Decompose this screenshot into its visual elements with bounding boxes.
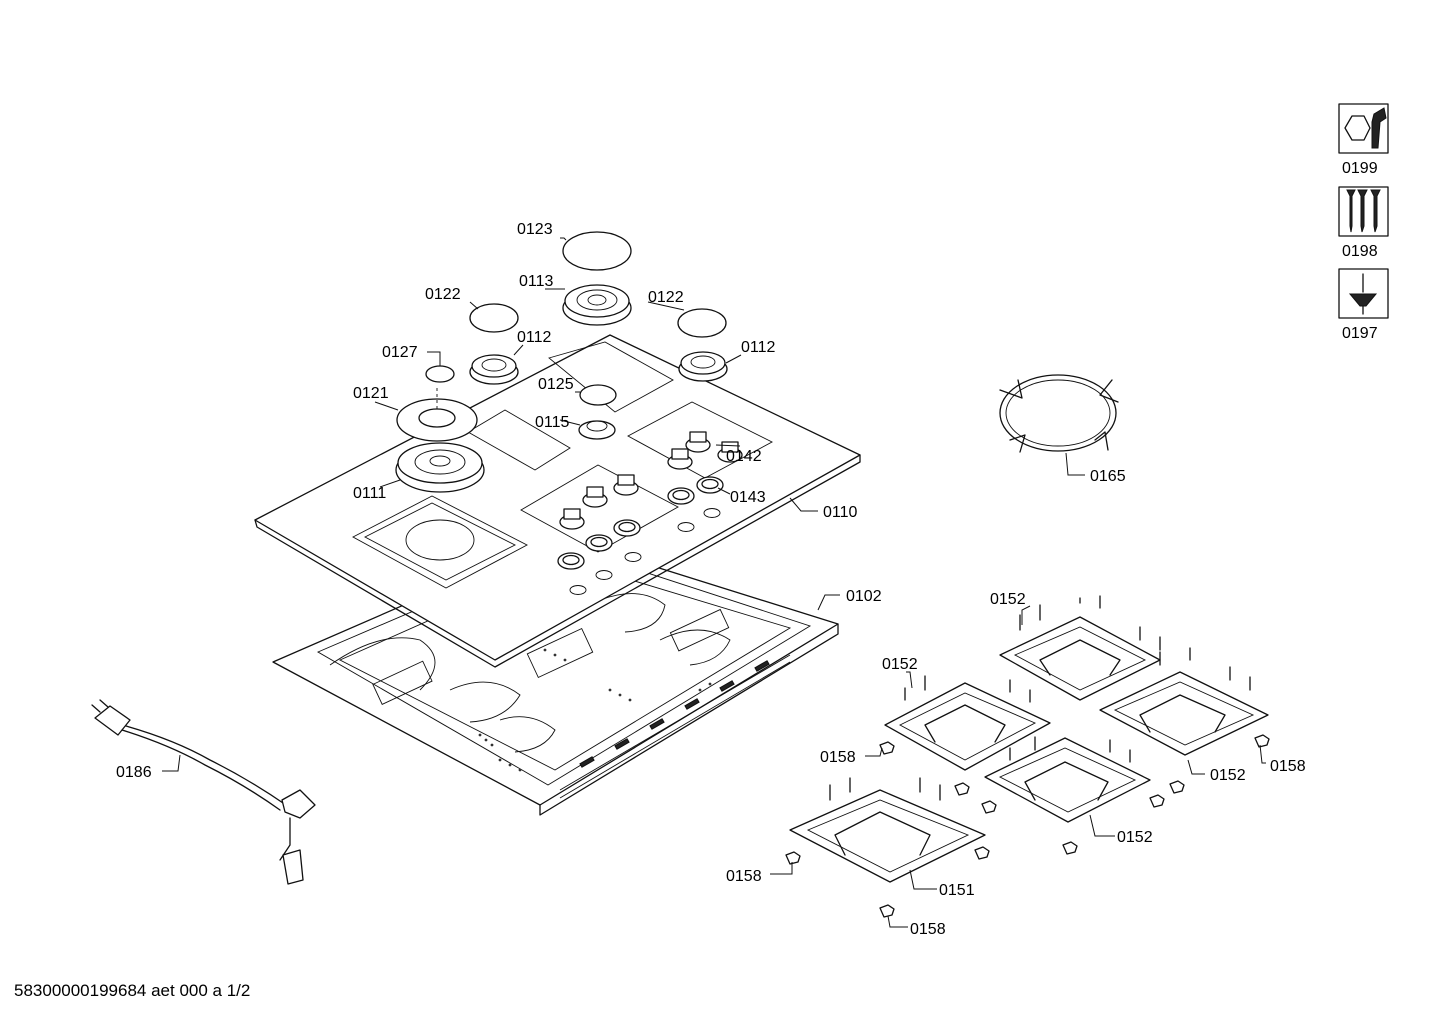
document-code: 58300000199684 aet 000 a 1/2 — [14, 981, 251, 1000]
callout-0115: 0115 — [535, 414, 570, 431]
leader-lines — [162, 237, 1266, 928]
callout-0158-lower-left: 0158 — [726, 868, 762, 885]
callout-0122-right: 0122 — [648, 289, 684, 306]
callout-0158-right: 0158 — [1270, 758, 1306, 775]
callout-0152-bottom: 0152 — [1117, 829, 1153, 846]
callout-0112-left: 0112 — [517, 329, 552, 346]
callout-0165: 0165 — [1090, 468, 1126, 485]
callout-0151: 0151 — [939, 882, 975, 899]
cooktop-plate — [254, 334, 861, 668]
callout-0158-bottom: 0158 — [910, 921, 946, 938]
callout-0102: 0102 — [846, 588, 882, 605]
callout-0186: 0186 — [116, 764, 152, 781]
callout-0152-left: 0152 — [882, 656, 918, 673]
callout-labels: 0123 0113 0122 0122 0112 0112 0127 0125 … — [116, 160, 1378, 938]
callout-0122-left: 0122 — [425, 286, 461, 303]
callout-0152-right: 0152 — [1210, 767, 1246, 784]
pan-supports — [785, 595, 1270, 918]
control-knobs — [557, 431, 743, 595]
callout-0152-top: 0152 — [990, 591, 1026, 608]
grease-icon — [1338, 268, 1389, 319]
wok-ring — [999, 374, 1119, 453]
burners — [395, 231, 728, 493]
callout-0113: 0113 — [519, 273, 554, 290]
callout-0127: 0127 — [382, 344, 418, 361]
callout-0121: 0121 — [353, 385, 389, 402]
callout-0112-right: 0112 — [741, 339, 776, 356]
callout-0111: 0111 — [353, 485, 386, 502]
callout-0197: 0197 — [1342, 325, 1378, 342]
callout-0142: 0142 — [726, 448, 762, 465]
callout-0198: 0198 — [1342, 243, 1378, 260]
power-cable — [91, 699, 316, 885]
callout-0123: 0123 — [517, 221, 553, 238]
callout-0199: 0199 — [1342, 160, 1378, 177]
callout-0110: 0110 — [823, 504, 858, 521]
nut-and-wrench-icon — [1338, 103, 1389, 154]
callout-0158-left: 0158 — [820, 749, 856, 766]
callout-0143: 0143 — [730, 489, 766, 506]
callout-0125: 0125 — [538, 376, 574, 393]
screws-icon — [1338, 186, 1389, 237]
